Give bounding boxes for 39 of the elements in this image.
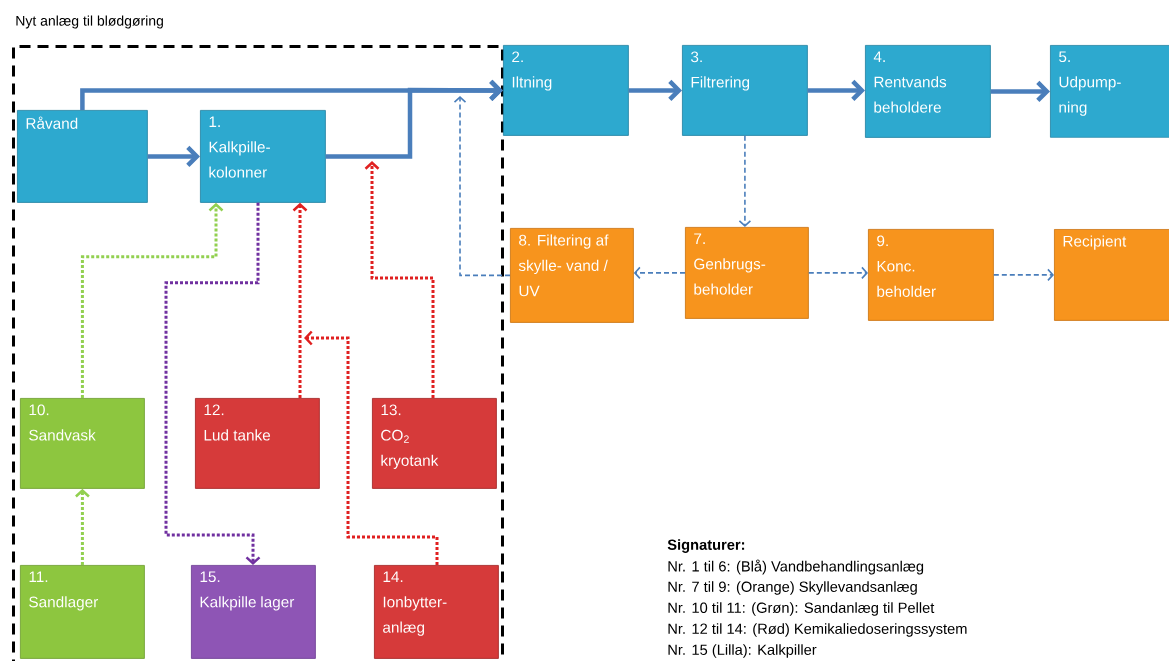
key-heading: Signaturer: [667, 539, 745, 553]
arrow [75, 488, 90, 565]
arrow [808, 266, 868, 280]
key-text: Nr. 7 til 9: (Orange) Skyllevandsanlæg [668, 581, 917, 595]
process-box: Recipient [1054, 229, 1169, 321]
arrow [304, 330, 439, 565]
process-box: 10. Sandvask [20, 398, 145, 489]
arrow [147, 145, 200, 167]
arrow [990, 80, 1050, 102]
arrow [993, 268, 1054, 282]
arrow [364, 161, 435, 398]
key-text: Nr. 12 til 14: (Rød) Kemikaliedoseringssystem [668, 623, 967, 637]
arrow [164, 202, 261, 565]
arrow [628, 79, 683, 101]
key-text: Nr. 15 (Lilla): Kalkpiller [668, 644, 817, 658]
process-box: 7. Genbrugs- beholder [685, 227, 809, 319]
arrow [453, 96, 511, 277]
process-box: Råvand [17, 110, 148, 203]
process-box: 9. Konc. beholder [868, 229, 994, 321]
arrow [292, 202, 308, 398]
process-box: 12. Lud tanke [195, 398, 320, 489]
process-box: 1. Kalkpille- kolonner [200, 110, 326, 203]
process-box: 3. Filtrering [682, 45, 808, 136]
process-box: 11. Sandlager [20, 565, 145, 659]
key-text: Nr. 1 til 6: (Blå) Vandbehandlingsanlæg [668, 559, 924, 575]
process-box: 13. CO$_{2}$ kryotank [372, 398, 497, 489]
arrow [633, 266, 686, 280]
arrow [738, 135, 752, 227]
node-label: Nyt anlæg til blødgøring [16, 15, 163, 29]
process-box: 8. Filtering af skylle- vand / UV [510, 228, 634, 323]
key-text: Nr. 10 til 11: (Grøn): Sandanlæg til Pellet [668, 602, 935, 616]
process-box: 14. Ionbytter- anlæg [374, 565, 499, 659]
process-box: 4. Rentvands beholdere [865, 45, 991, 138]
process-box: 5. Udpump- ning [1050, 45, 1169, 138]
arrow [325, 79, 503, 159]
process-box: 15. Kalkpille lager [191, 565, 316, 659]
process-box: 2. Iltning [503, 45, 629, 136]
arrow [80, 202, 224, 398]
arrow [807, 79, 865, 101]
